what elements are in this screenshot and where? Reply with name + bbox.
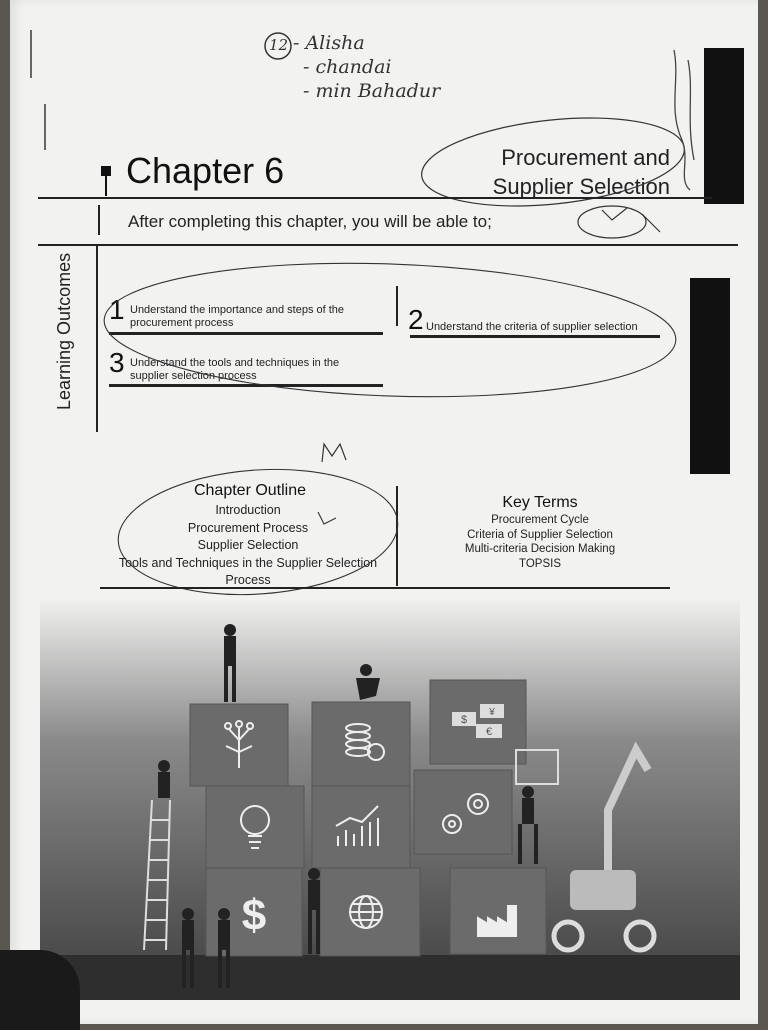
outline-item: Procurement Process — [187, 520, 309, 535]
side-band-middle — [690, 278, 730, 474]
hand-drawn-m-icon — [321, 442, 347, 463]
key-term-item: Procurement Cycle — [491, 514, 589, 526]
outcome-number-1: 1 — [109, 294, 125, 325]
block — [449, 867, 547, 955]
person — [518, 786, 538, 864]
person — [218, 908, 230, 988]
handwritten-name-1: - Alisha — [293, 32, 365, 54]
key-terms-title: Key Terms — [502, 494, 578, 511]
block — [429, 679, 527, 765]
dollar-icon: $ — [242, 891, 266, 940]
lightbulb-icon — [240, 805, 270, 849]
outcome-text-2: Understand the criteria of supplier sele… — [426, 321, 638, 333]
person — [308, 868, 320, 954]
key-terms-list: Procurement Cycle Criteria of Supplier S… — [430, 513, 650, 571]
idea-tree-icon — [224, 720, 254, 768]
learning-outcomes-label: Learning Outcomes — [54, 252, 74, 410]
ladder — [143, 799, 171, 951]
key-term-item: Multi-criteria Decision Making — [464, 543, 616, 555]
currency-label-dollar: $ — [461, 714, 467, 726]
hand-drawn-outcomes-circle-icon — [103, 262, 677, 398]
chapter-marker-stem — [105, 176, 107, 196]
outline-item: Tools and Techniques in the Supplier Sel… — [118, 555, 378, 570]
outcome-number-3: 3 — [109, 347, 125, 378]
outline-item: Process — [225, 573, 271, 587]
intro-text: After completing this chapter, you will … — [128, 212, 492, 231]
outcome-divider — [396, 286, 398, 326]
person — [158, 760, 170, 798]
hand-drawn-circle-icon — [421, 117, 685, 207]
handwritten-name-2: - chandai — [303, 56, 392, 78]
chapter-title-line-1: Procurement and — [501, 145, 670, 170]
outcome-number-2: 2 — [408, 304, 424, 335]
chapter-outline-list: Introduction Procurement Process Supplie… — [98, 502, 398, 590]
outline-divider — [396, 486, 398, 586]
outline-item: Introduction — [215, 503, 281, 517]
handwritten-signature-icon — [673, 49, 695, 191]
circled-number-icon — [264, 32, 292, 60]
outline-item: Supplier Selection — [197, 538, 299, 552]
currency-label-euro: € — [486, 726, 492, 738]
outcome-text-1: Understand the importance and steps of t… — [130, 304, 345, 329]
side-band-top — [704, 48, 744, 204]
factory-icon — [477, 905, 517, 937]
floor — [40, 955, 740, 1000]
learning-outcomes-bar — [96, 246, 98, 432]
person — [182, 908, 194, 988]
chapter-marker-icon — [101, 166, 111, 176]
gears-icon — [442, 793, 489, 834]
key-term-item: TOPSIS — [519, 557, 561, 570]
procurement-illustration: $ ¥ € $ — [40, 600, 740, 1000]
person — [224, 624, 236, 702]
chapter-label: Chapter 6 — [126, 150, 285, 191]
finger-shadow — [0, 950, 80, 1030]
block — [205, 785, 305, 869]
bar-chart-icon — [335, 805, 379, 846]
hand-drawn-outline-circle-icon — [117, 468, 399, 596]
currency-label-yen: ¥ — [488, 707, 495, 718]
handwritten-name-3: - min Bahadur — [303, 80, 441, 102]
staple-mark — [44, 104, 46, 150]
hand-drawn-scribble-icon — [577, 205, 661, 239]
currency-icon: $ ¥ € — [452, 704, 504, 738]
chapter-title: Procurement and Supplier Selection — [450, 143, 670, 201]
block — [311, 701, 411, 787]
person — [356, 664, 380, 700]
coins-icon — [345, 723, 385, 761]
chapter-outline-title: Chapter Outline — [193, 482, 307, 499]
outline-bottom-rule — [100, 587, 670, 589]
intro-bar — [98, 205, 100, 235]
chapter-title-line-2: Supplier Selection — [492, 174, 670, 199]
header-rule — [38, 197, 712, 199]
staple-mark — [30, 30, 32, 78]
intro-rule — [38, 244, 738, 246]
outcome-underline-1 — [109, 332, 383, 335]
key-term-item: Criteria of Supplier Selection — [467, 528, 613, 541]
globe-icon — [349, 895, 383, 929]
block — [413, 769, 513, 855]
outcome-underline-2 — [410, 335, 660, 338]
outcome-underline-3 — [109, 384, 383, 387]
robot-arm-icon — [515, 741, 657, 953]
handwritten-number: 12 — [269, 36, 289, 54]
